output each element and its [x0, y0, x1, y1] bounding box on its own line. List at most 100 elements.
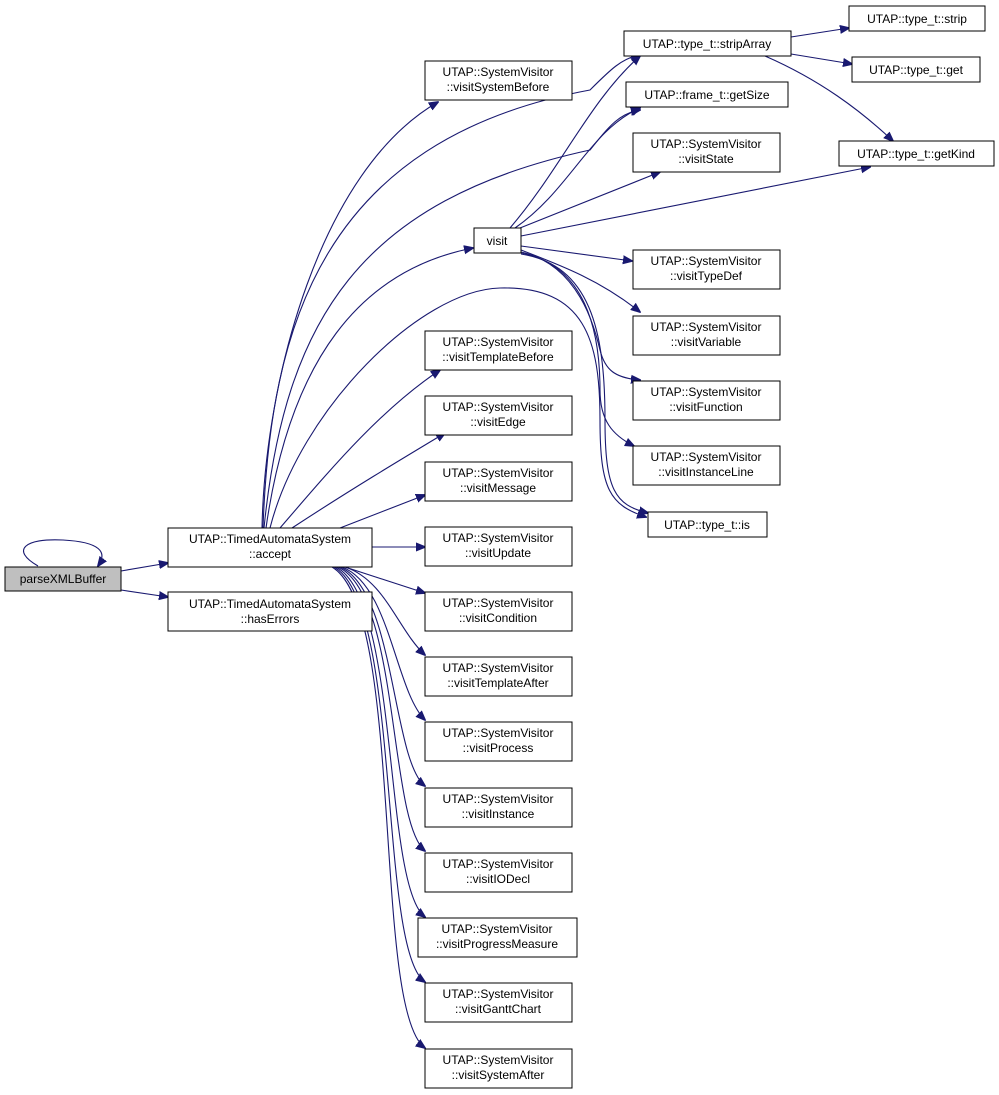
node-label: UTAP::SystemVisitor: [443, 857, 554, 871]
edge-visit-visitVariable: [520, 249, 640, 312]
node-visitProcess[interactable]: UTAP::SystemVisitor ::visitProcess: [424, 721, 573, 762]
node-get[interactable]: UTAP::type_t::get: [851, 56, 981, 83]
node-visitIODecl[interactable]: UTAP::SystemVisitor ::visitIODecl: [424, 852, 573, 893]
edge-visit-visitTypeDef: [520, 245, 632, 261]
edge-parseXMLBuffer-accept: [120, 563, 168, 572]
node-label: ::visitMessage: [460, 481, 536, 495]
edge-accept-visitInstance: [339, 566, 425, 786]
node-label: ::visitSystemBefore: [447, 80, 550, 94]
node-label: UTAP::SystemVisitor: [651, 320, 762, 334]
node-label: UTAP::frame_t::getSize: [644, 88, 769, 102]
node-label: UTAP::TimedAutomataSystem: [189, 532, 351, 546]
node-label: ::visitInstance: [462, 807, 535, 821]
node-hasErrors[interactable]: UTAP::TimedAutomataSystem ::hasErrors: [167, 591, 373, 632]
node-label: ::visitVariable: [671, 335, 742, 349]
edge-visit-visitFunction: [520, 251, 640, 380]
edge-visit-visitInstanceLine: [520, 252, 634, 446]
node-label: UTAP::SystemVisitor: [443, 400, 554, 414]
node-label: UTAP::SystemVisitor: [443, 65, 554, 79]
node-visitGanttChart[interactable]: UTAP::SystemVisitor ::visitGanttChart: [424, 982, 573, 1023]
edge-accept-visitProcess: [341, 566, 425, 720]
node-visitEdge[interactable]: UTAP::SystemVisitor ::visitEdge: [424, 395, 573, 436]
node-label: ::visitCondition: [459, 611, 537, 625]
node-label: ::visitProcess: [463, 741, 534, 755]
node-visitInstanceLine[interactable]: UTAP::SystemVisitor ::visitInstanceLine: [632, 445, 781, 486]
node-visitProgressMeasure[interactable]: UTAP::SystemVisitor ::visitProgressMeasu…: [417, 917, 578, 958]
edge-accept-visitEdge: [291, 433, 445, 529]
edge-visit-getSize: [514, 108, 640, 229]
edge-accept-visit: [265, 248, 473, 529]
node-label: UTAP::SystemVisitor: [443, 987, 554, 1001]
node-label: ::visitTemplateAfter: [447, 676, 548, 690]
node-label: ::accept: [249, 547, 292, 561]
node-label: UTAP::type_t::strip: [867, 12, 967, 26]
node-label: UTAP::SystemVisitor: [443, 726, 554, 740]
node-label: UTAP::SystemVisitor: [443, 596, 554, 610]
edge-visit-getKind: [520, 167, 870, 237]
node-label: UTAP::SystemVisitor: [651, 385, 762, 399]
node-is[interactable]: UTAP::type_t::is: [647, 511, 768, 538]
edges: [23, 28, 893, 1048]
edge-parseXMLBuffer-self: [23, 539, 102, 566]
node-label: UTAP::SystemVisitor: [443, 661, 554, 675]
edge-visit-is: [520, 253, 648, 513]
node-label: ::hasErrors: [241, 612, 300, 626]
node-label: parseXMLBuffer: [20, 572, 107, 586]
nodes: parseXMLBuffer UTAP::TimedAutomataSystem…: [4, 5, 995, 1089]
node-label: ::visitProgressMeasure: [436, 937, 558, 951]
edge-accept-visitCondition: [344, 566, 425, 593]
edge-stripArray-get: [790, 53, 852, 64]
edge-visit-visitState: [519, 172, 660, 229]
node-visitSystemAfter[interactable]: UTAP::SystemVisitor ::visitSystemAfter: [424, 1048, 573, 1089]
edge-accept-getSize: [263, 110, 640, 529]
edge-accept-visitMessage: [339, 495, 425, 529]
node-label: visit: [487, 234, 508, 248]
edge-accept-visitIODecl: [337, 566, 425, 851]
node-visitInstance[interactable]: UTAP::SystemVisitor ::visitInstance: [424, 787, 573, 828]
node-label: UTAP::SystemVisitor: [651, 254, 762, 268]
node-label: ::visitTypeDef: [670, 269, 743, 283]
node-label: UTAP::type_t::get: [869, 63, 963, 77]
node-parseXMLBuffer[interactable]: parseXMLBuffer: [4, 566, 122, 592]
node-visitCondition[interactable]: UTAP::SystemVisitor ::visitCondition: [424, 591, 573, 632]
node-label: ::visitUpdate: [465, 546, 531, 560]
node-label: ::visitFunction: [669, 400, 742, 414]
node-label: UTAP::SystemVisitor: [443, 466, 554, 480]
node-visitSystemBefore[interactable]: UTAP::SystemVisitor ::visitSystemBefore: [424, 60, 573, 101]
edge-accept-visitTemplateAfter: [344, 566, 425, 655]
node-label: UTAP::SystemVisitor: [442, 922, 553, 936]
node-label: ::visitTemplateBefore: [442, 350, 554, 364]
node-visitUpdate[interactable]: UTAP::SystemVisitor ::visitUpdate: [424, 526, 573, 567]
node-label: UTAP::SystemVisitor: [443, 1053, 554, 1067]
node-stripArray[interactable]: UTAP::type_t::stripArray: [623, 30, 792, 57]
edge-stripArray-getKind: [764, 55, 893, 141]
node-visitState[interactable]: UTAP::SystemVisitor ::visitState: [632, 132, 781, 173]
edge-accept-stripArray: [262, 55, 640, 529]
node-strip[interactable]: UTAP::type_t::strip: [848, 5, 986, 32]
node-visitMessage[interactable]: UTAP::SystemVisitor ::visitMessage: [424, 461, 573, 502]
edge-stripArray-strip: [790, 28, 849, 38]
node-visit[interactable]: visit: [473, 227, 522, 254]
node-getKind[interactable]: UTAP::type_t::getKind: [838, 140, 995, 167]
node-visitTypeDef[interactable]: UTAP::SystemVisitor ::visitTypeDef: [632, 249, 781, 290]
node-label: ::visitEdge: [470, 415, 526, 429]
node-label: ::visitIODecl: [466, 872, 530, 886]
edge-visit-stripArray: [509, 56, 640, 229]
node-visitVariable[interactable]: UTAP::SystemVisitor ::visitVariable: [632, 315, 781, 356]
edge-parseXMLBuffer-hasErrors: [120, 589, 168, 597]
node-getSize[interactable]: UTAP::frame_t::getSize: [625, 81, 789, 108]
node-label: ::visitInstanceLine: [658, 465, 754, 479]
edge-accept-visitTemplateBefore: [279, 370, 440, 529]
node-visitTemplateBefore[interactable]: UTAP::SystemVisitor ::visitTemplateBefor…: [424, 330, 573, 371]
node-label: UTAP::SystemVisitor: [651, 137, 762, 151]
node-label: UTAP::type_t::is: [664, 518, 750, 532]
node-accept[interactable]: UTAP::TimedAutomataSystem ::accept: [167, 527, 373, 568]
node-visitFunction[interactable]: UTAP::SystemVisitor ::visitFunction: [632, 380, 781, 421]
node-label: ::visitSystemAfter: [452, 1068, 545, 1082]
node-label: ::visitGanttChart: [455, 1002, 542, 1016]
node-label: UTAP::SystemVisitor: [651, 450, 762, 464]
node-label: UTAP::type_t::stripArray: [643, 37, 771, 51]
node-visitTemplateAfter[interactable]: UTAP::SystemVisitor ::visitTemplateAfter: [424, 656, 573, 697]
node-label: UTAP::SystemVisitor: [443, 531, 554, 545]
